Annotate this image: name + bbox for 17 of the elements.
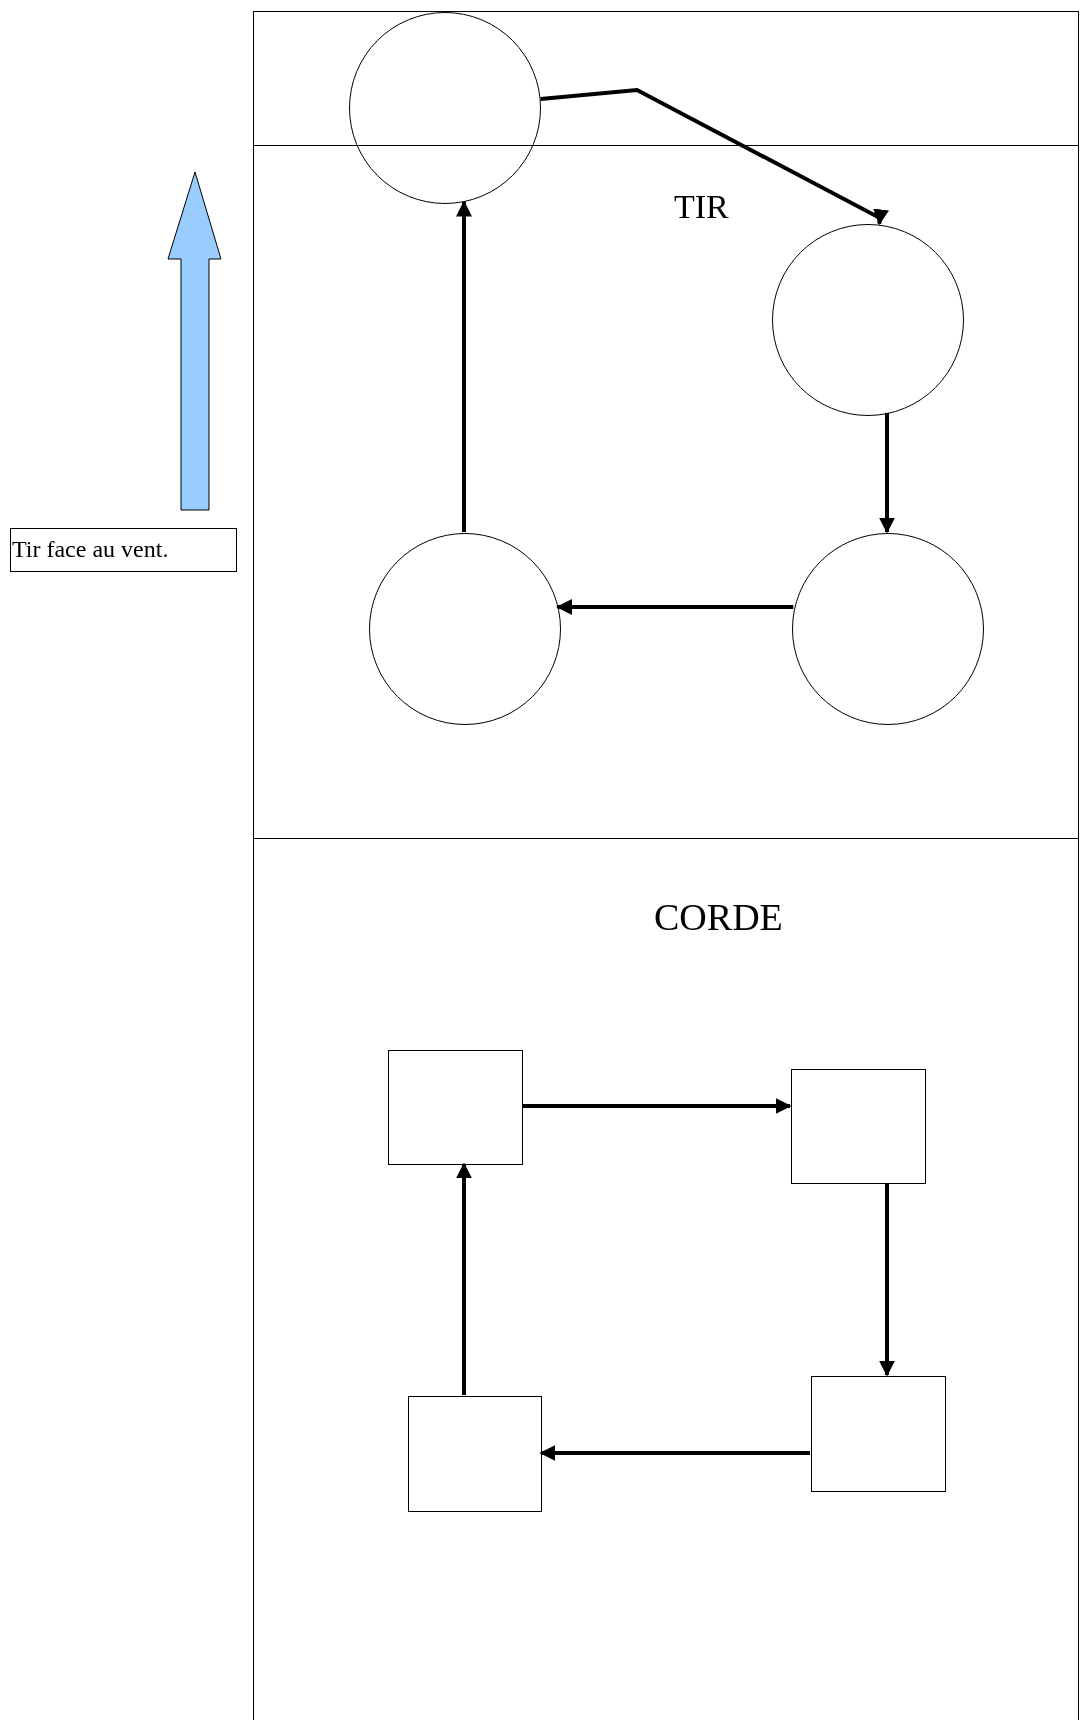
arrow <box>879 1183 895 1377</box>
empty-square <box>811 1376 946 1492</box>
arrow <box>456 1162 472 1395</box>
section-band <box>253 145 1079 839</box>
arrow <box>540 87 890 226</box>
arrow <box>879 412 895 534</box>
section-title: CORDE <box>654 895 783 939</box>
arrow <box>522 1098 792 1114</box>
empty-square <box>408 1396 542 1512</box>
empty-square <box>791 1069 926 1184</box>
arrow <box>556 599 794 615</box>
arrow <box>456 200 472 532</box>
note-box: Tir face au vent. <box>10 528 237 572</box>
arrow <box>539 1445 810 1461</box>
section-title: TIR <box>674 188 729 226</box>
empty-square <box>388 1050 523 1165</box>
section-band <box>253 838 1079 1720</box>
